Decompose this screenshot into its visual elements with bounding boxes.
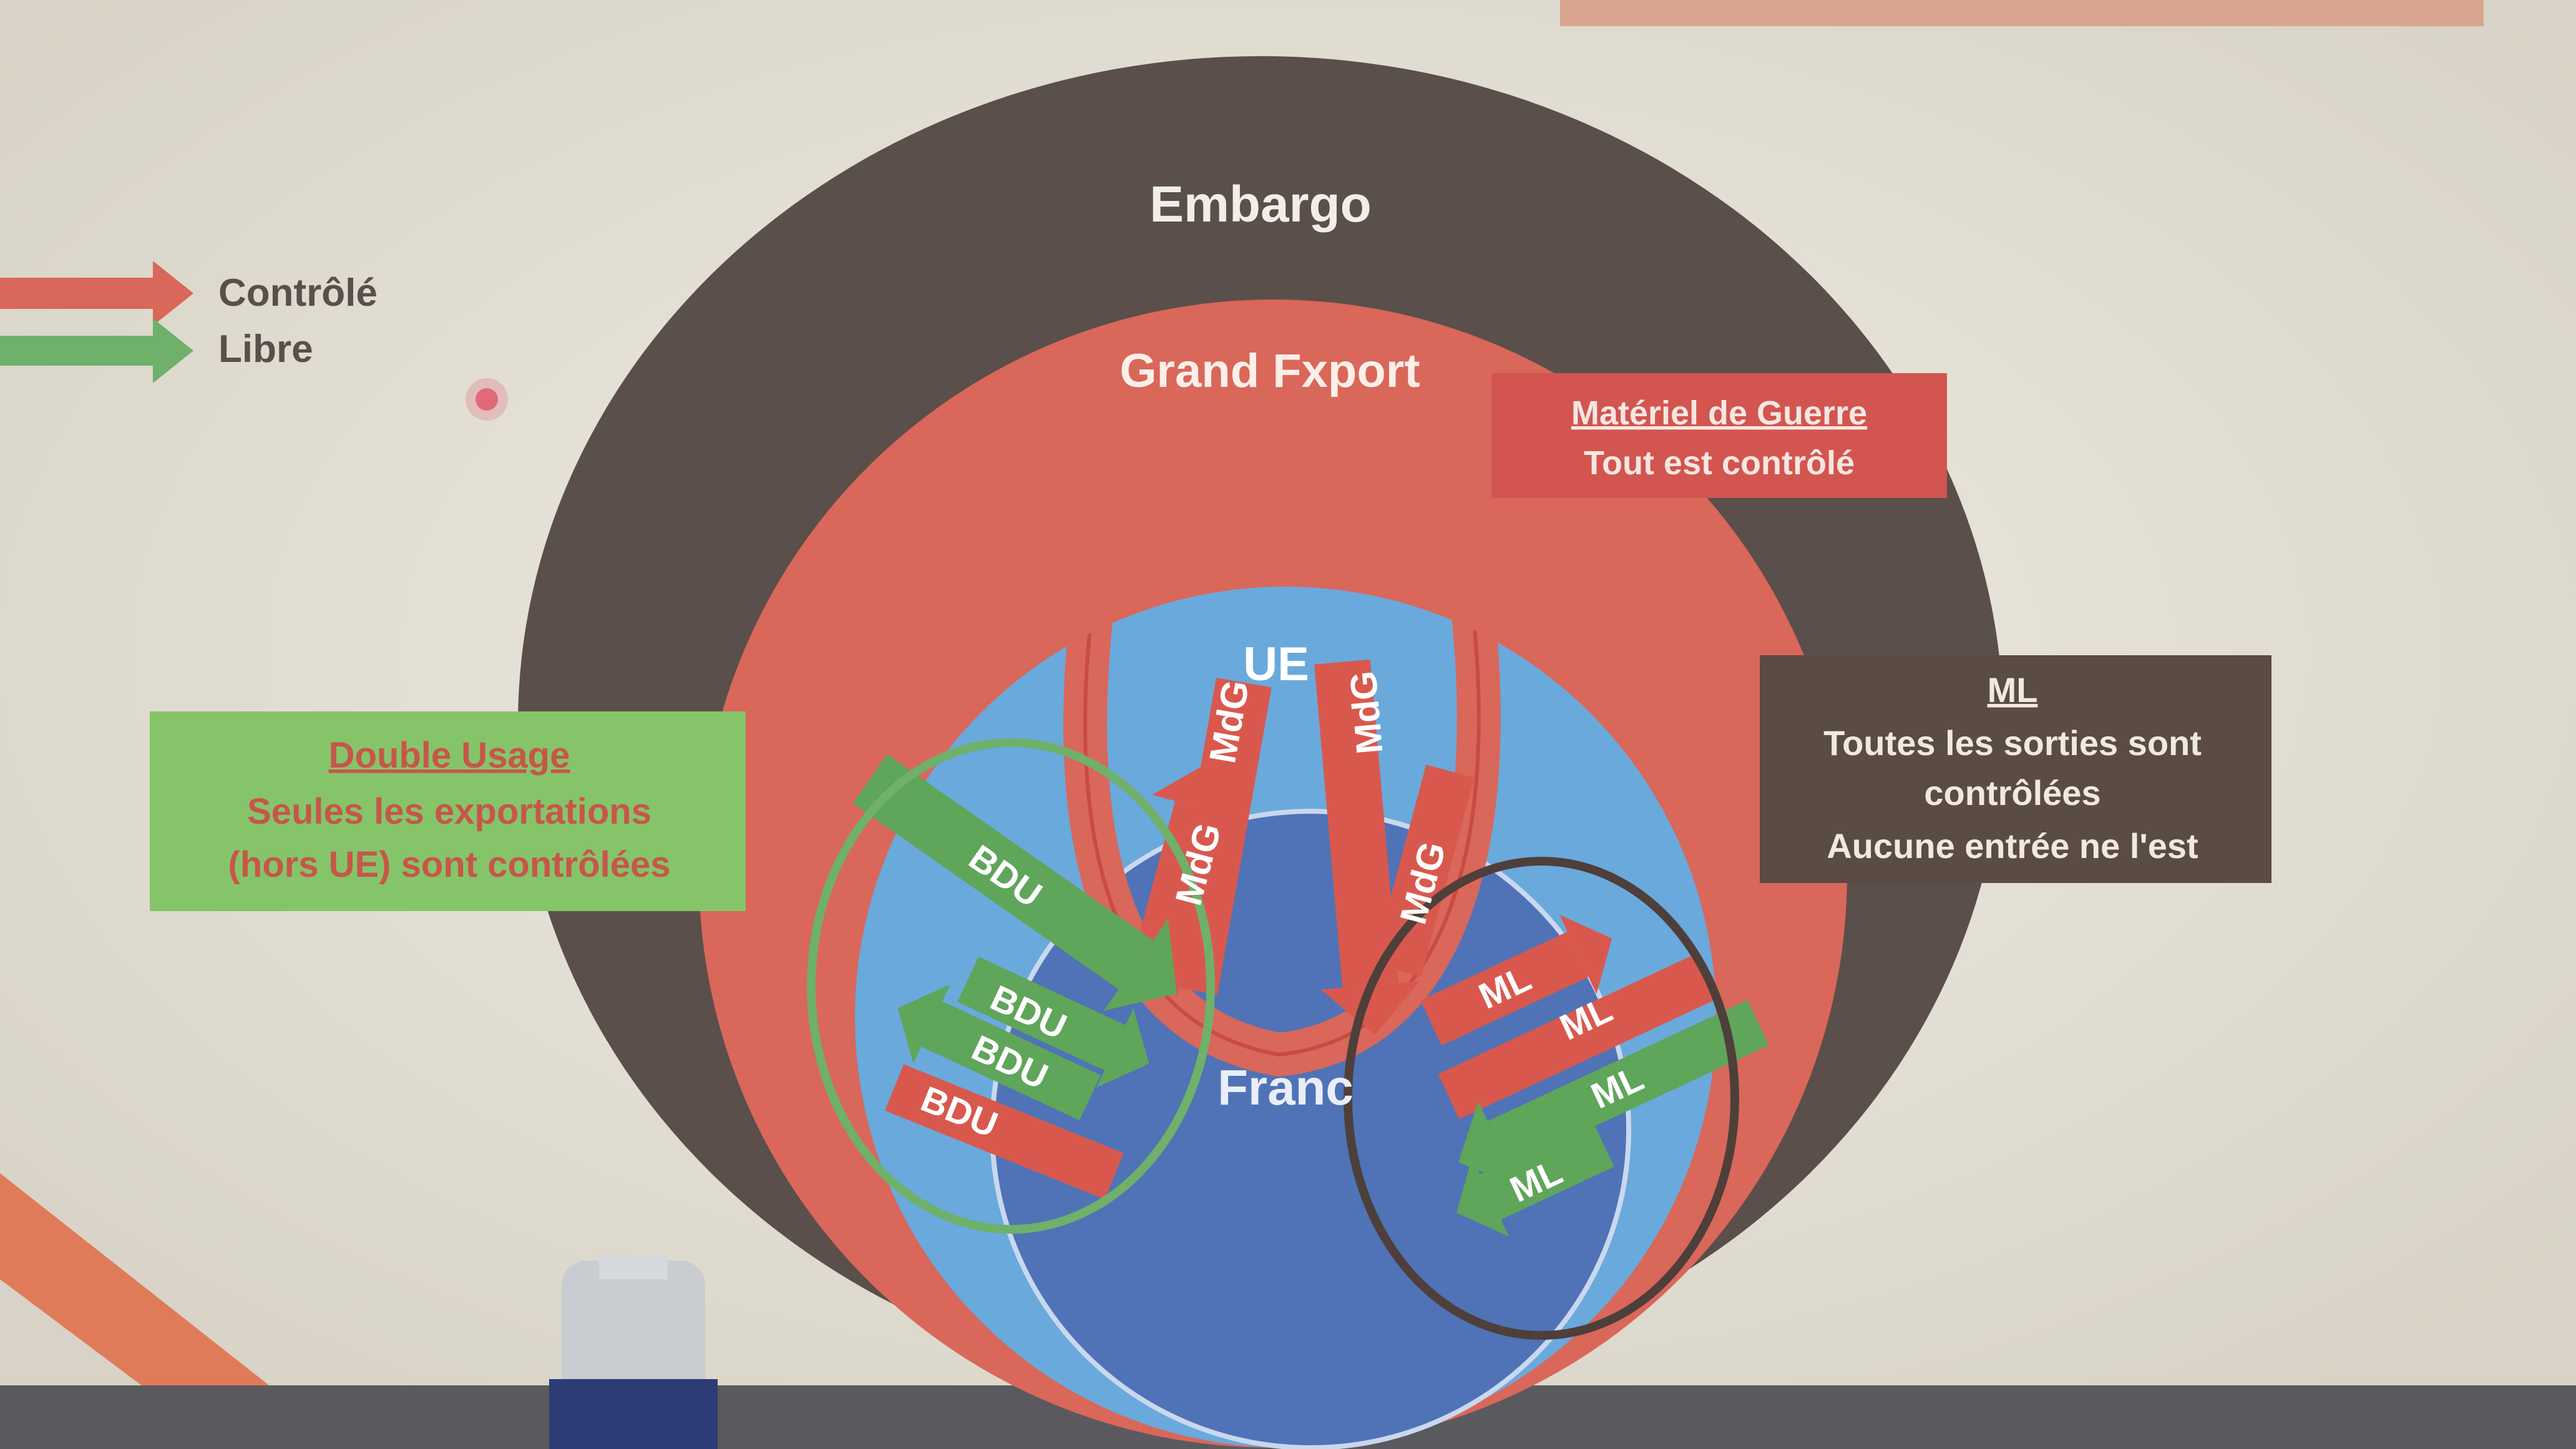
laser-pointer-glow <box>466 378 508 421</box>
ml-box-line2: contrôlées <box>1924 773 2100 812</box>
legend-free-label: Libre <box>218 328 313 371</box>
war-material-title: Matériel de Guerre <box>1571 394 1867 432</box>
ml-arrow-4 <box>1456 1121 1614 1237</box>
mdg-arrow-4 <box>1372 764 1475 977</box>
laser-pointer-dot <box>476 388 498 411</box>
dual-use-line2: (hors UE) sont contrôlées <box>228 844 671 885</box>
ml-arrow-1 <box>1420 914 1612 1046</box>
ml-highlight-circle <box>1344 857 1739 1340</box>
ml-box-line3: Aucune entrée ne l'est <box>1827 826 2198 866</box>
legend-free-arrow <box>0 318 193 383</box>
bdu-arrow-1 <box>852 754 1177 1011</box>
dual-use-box <box>150 711 746 911</box>
ml-box <box>1760 655 2271 883</box>
legend-controlled-arrow <box>0 261 193 326</box>
bdu-arrow-2 <box>957 957 1149 1088</box>
slide-corner-decoration <box>0 1173 324 1429</box>
water-bottle <box>549 1254 718 1449</box>
france-label: Franc <box>1217 1060 1354 1115</box>
dual-use-line1: Seules les exportations <box>247 791 651 832</box>
ml-box-title: ML <box>1988 670 2038 710</box>
legend-controlled-label: Contrôlé <box>218 271 378 315</box>
war-material-text: Tout est contrôlé <box>1584 444 1855 482</box>
bdu-arrow-3 <box>897 984 1101 1121</box>
dual-use-title: Double Usage <box>329 735 570 776</box>
ml-arrow-2 <box>1438 952 1720 1120</box>
slide-top-strip <box>1560 0 2484 26</box>
mdg-arrow-3 <box>1314 659 1420 1035</box>
dual-use-highlight-circle <box>807 738 1215 1234</box>
embargo-label: Embargo <box>1149 176 1371 233</box>
mdg-label-3: MdG <box>1342 669 1390 756</box>
mdg-channel <box>1063 587 1501 1077</box>
ue-label: UE <box>1243 638 1309 691</box>
grand-export-label: Grand Fxport <box>1120 344 1420 398</box>
ml-box-line1: Toutes les sorties sont <box>1823 723 2202 763</box>
war-material-box <box>1491 373 1947 498</box>
bdu-arrow-4 <box>885 1064 1124 1200</box>
